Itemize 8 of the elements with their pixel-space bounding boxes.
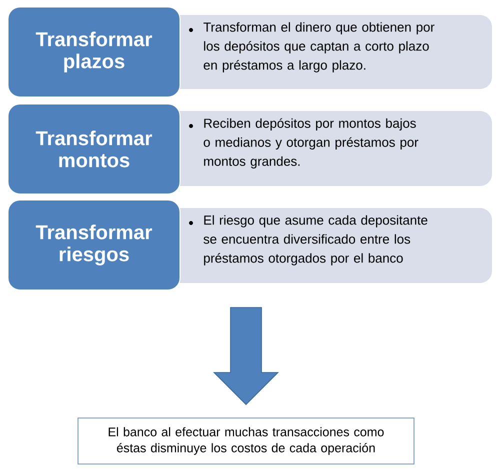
description-box: Reciben depósitos por montos bajos o medianos y otorgan préstamos por montos grandes. [160, 111, 492, 186]
result-box: El banco al efectuar muchas transacciones como éstas disminuye los costos de cada operación [78, 418, 414, 464]
heading-box: Transformar montos [8, 104, 180, 194]
description-box: El riesgo que asume cada depositante se encuentra diversificado entre los préstamos otorgados por el banco [160, 208, 492, 283]
heading-box: Transformar plazos [8, 6, 180, 98]
heading-box: Transformar riesgos [8, 200, 180, 290]
description-box: Transforman el dinero que obtienen por los depósitos que captan a corto plazo en préstamos a largo plazo. [160, 15, 492, 89]
block-arrow [213, 307, 279, 406]
